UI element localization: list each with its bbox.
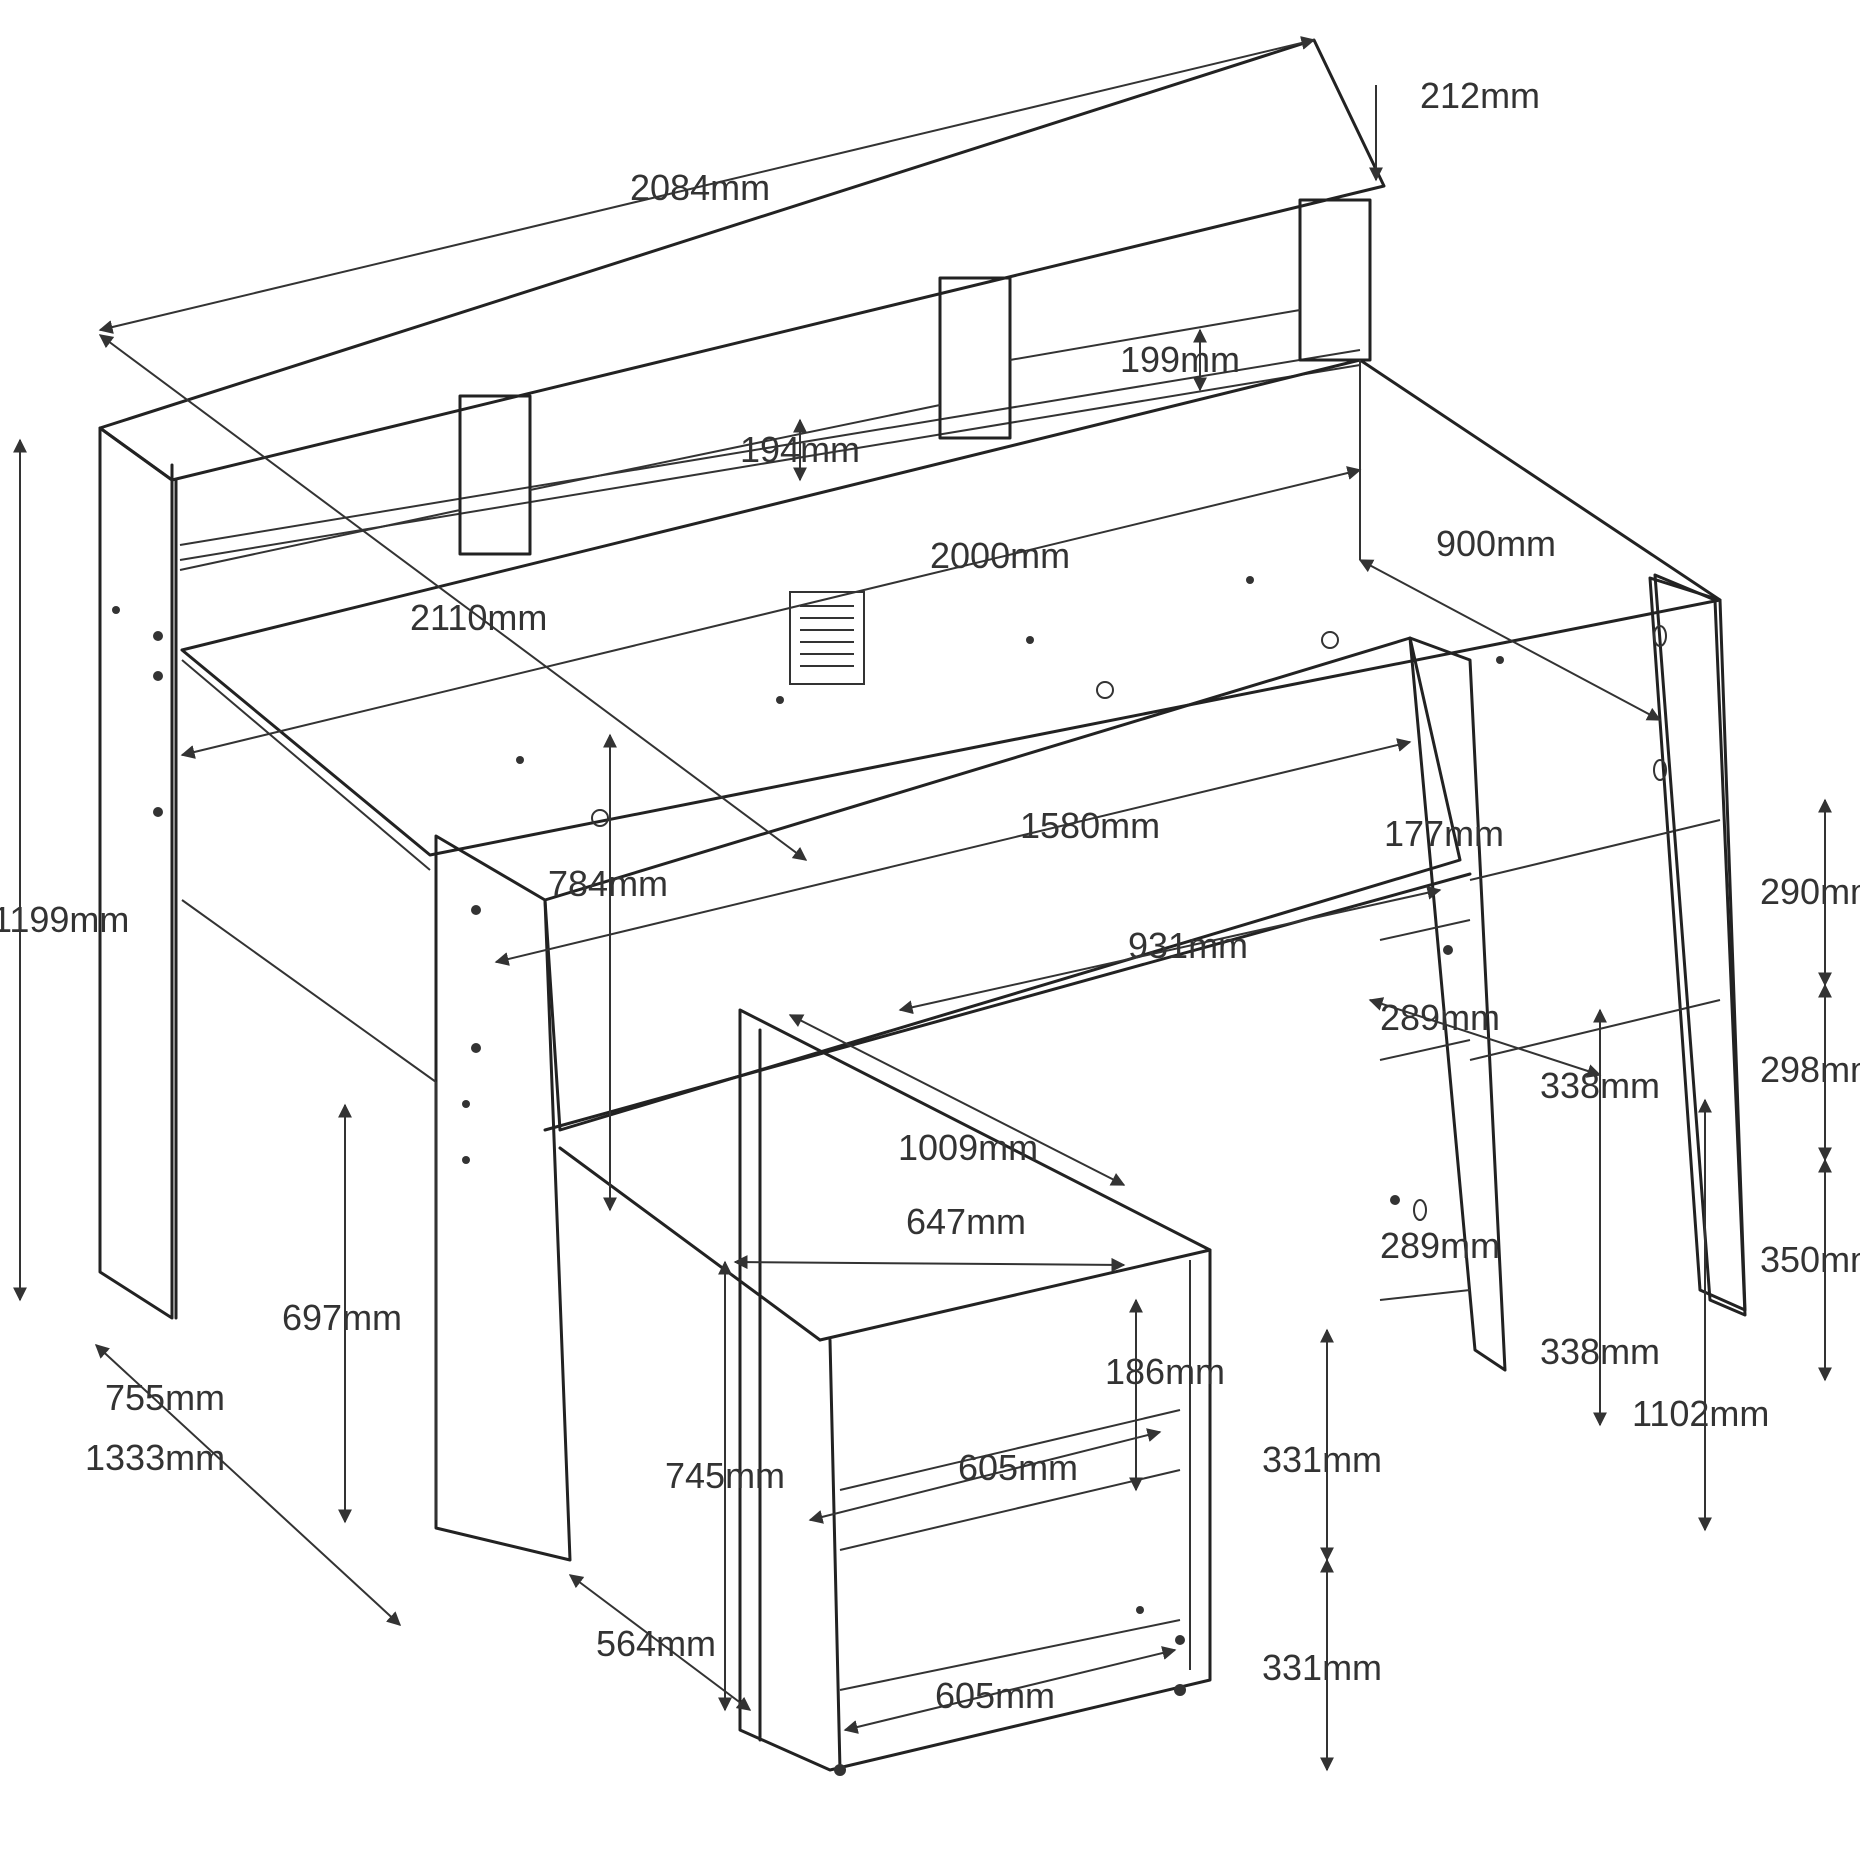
- label-base-depth: 755mm: [105, 1377, 225, 1418]
- dimension-labels: 2084mm 212mm 199mm 194mm 2000mm 900mm 21…: [0, 75, 1860, 1716]
- headboard-shelf-unit: [98, 38, 1386, 571]
- label-desk-return: 1009mm: [898, 1127, 1038, 1168]
- label-ladder-height: 1102mm: [1632, 1393, 1769, 1434]
- label-pedestal-bay-lower: 331mm: [1262, 1647, 1382, 1688]
- dim-line-1333: [94, 1344, 402, 1626]
- label-desk-length: 1580mm: [1020, 805, 1160, 846]
- label-pedestal-gap: 186mm: [1105, 1351, 1225, 1392]
- label-upper-gap: 784mm: [548, 863, 668, 904]
- label-shelf-a: 289mm: [1380, 997, 1500, 1038]
- label-base-length: 1333mm: [85, 1437, 225, 1478]
- label-pedestal-shelf-upper: 605mm: [958, 1447, 1078, 1488]
- dim-line-647: [733, 1255, 1126, 1272]
- dim-line-2084: [98, 36, 1316, 334]
- label-depth-top: 212mm: [1420, 75, 1540, 116]
- label-bed-length: 2000mm: [930, 535, 1070, 576]
- label-underbed-height: 697mm: [282, 1297, 402, 1338]
- dim-line-900: [1358, 559, 1662, 721]
- dim-line-1009: [788, 1014, 1126, 1186]
- label-ladder-step-3: 350mm: [1760, 1239, 1860, 1280]
- label-shelf-b: 338mm: [1540, 1065, 1660, 1106]
- dim-line-605-lower: [843, 1646, 1177, 1734]
- label-diagonal: 2110mm: [410, 597, 547, 638]
- label-bed-width: 900mm: [1436, 523, 1556, 564]
- label-pedestal-height: 745mm: [665, 1455, 785, 1496]
- desk-pedestal: [738, 1008, 1212, 1776]
- label-desk-span: 931mm: [1128, 925, 1248, 966]
- label-pedestal-bay-upper: 331mm: [1262, 1439, 1382, 1480]
- front-left-leg-panel: [181, 834, 572, 1562]
- label-shelf-height-right: 199mm: [1120, 339, 1240, 380]
- shelf-divider-right: [1298, 198, 1372, 362]
- label-ladder-step-2: 298mm: [1760, 1049, 1860, 1090]
- label-shelf-c: 289mm: [1380, 1225, 1500, 1266]
- dim-line-289-upper: [1368, 997, 1602, 1078]
- shelf-divider-left: [458, 394, 532, 556]
- label-pedestal-depth: 564mm: [596, 1623, 716, 1664]
- label-width-top: 2084mm: [630, 167, 770, 208]
- label-step-depth: 177mm: [1384, 813, 1504, 854]
- dim-line-1580: [494, 738, 1412, 966]
- label-shelf-height-mid: 194mm: [740, 429, 860, 470]
- dim-line-931: [898, 885, 1442, 1015]
- dim-line-605-upper: [808, 1428, 1162, 1524]
- dim-line-564: [568, 1574, 752, 1711]
- label-shelf-d: 338mm: [1540, 1331, 1660, 1372]
- dim-line-2000: [180, 466, 1362, 759]
- label-pedestal-shelf-lower: 605mm: [935, 1675, 1055, 1716]
- label-desk-top-width: 647mm: [906, 1201, 1026, 1242]
- left-end-panel: [98, 426, 178, 1320]
- label-total-height: 1199mm: [0, 899, 129, 940]
- dimension-lines: [13, 36, 1832, 1772]
- label-ladder-step-1: 290mm: [1760, 871, 1860, 912]
